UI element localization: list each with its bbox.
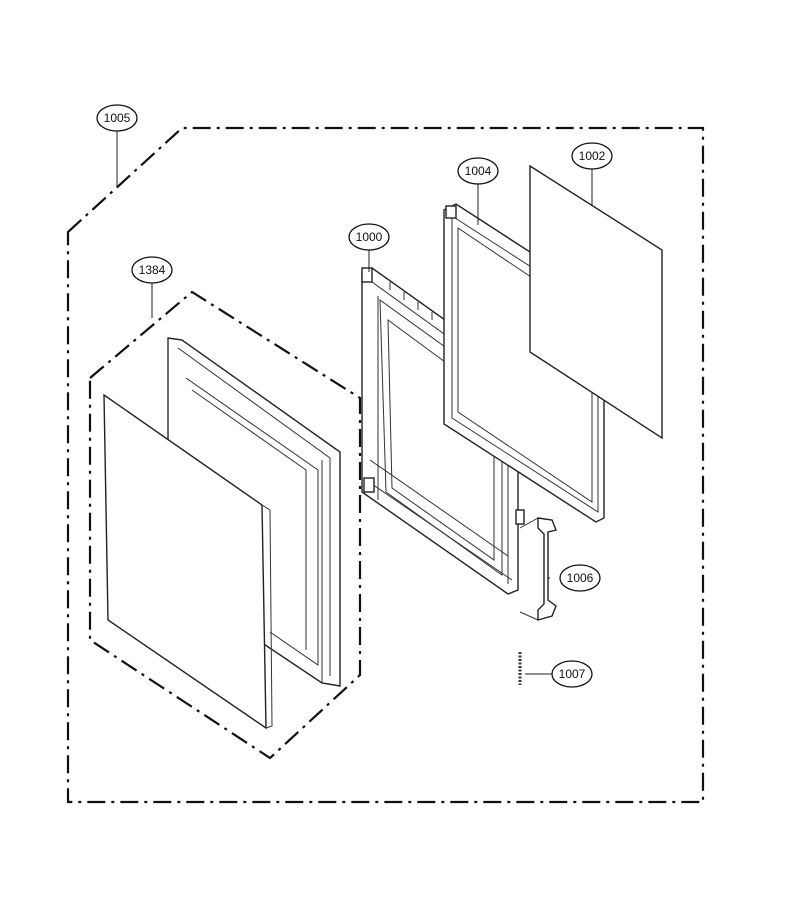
callout-1004-label: 1004	[465, 164, 492, 178]
hinge-bracket-1006	[519, 517, 557, 621]
callout-1007: 1007	[551, 660, 593, 688]
callout-1006: 1006	[559, 564, 601, 592]
callout-1005: 1005	[96, 104, 138, 132]
callout-1384: 1384	[131, 256, 173, 284]
callout-1005-label: 1005	[104, 111, 131, 125]
callout-1004: 1004	[457, 157, 499, 185]
callout-1000: 1000	[348, 223, 390, 251]
callout-1000-label: 1000	[356, 230, 383, 244]
callout-1002: 1002	[571, 142, 613, 170]
callout-1007-label: 1007	[559, 667, 586, 681]
callout-1384-label: 1384	[139, 263, 166, 277]
assembly-boundary-1005	[66, 126, 705, 804]
screen-panel-1002	[529, 164, 663, 440]
callout-1002-label: 1002	[579, 149, 606, 163]
door-boundary-1384	[88, 290, 362, 760]
callout-1006-label: 1006	[567, 571, 594, 585]
